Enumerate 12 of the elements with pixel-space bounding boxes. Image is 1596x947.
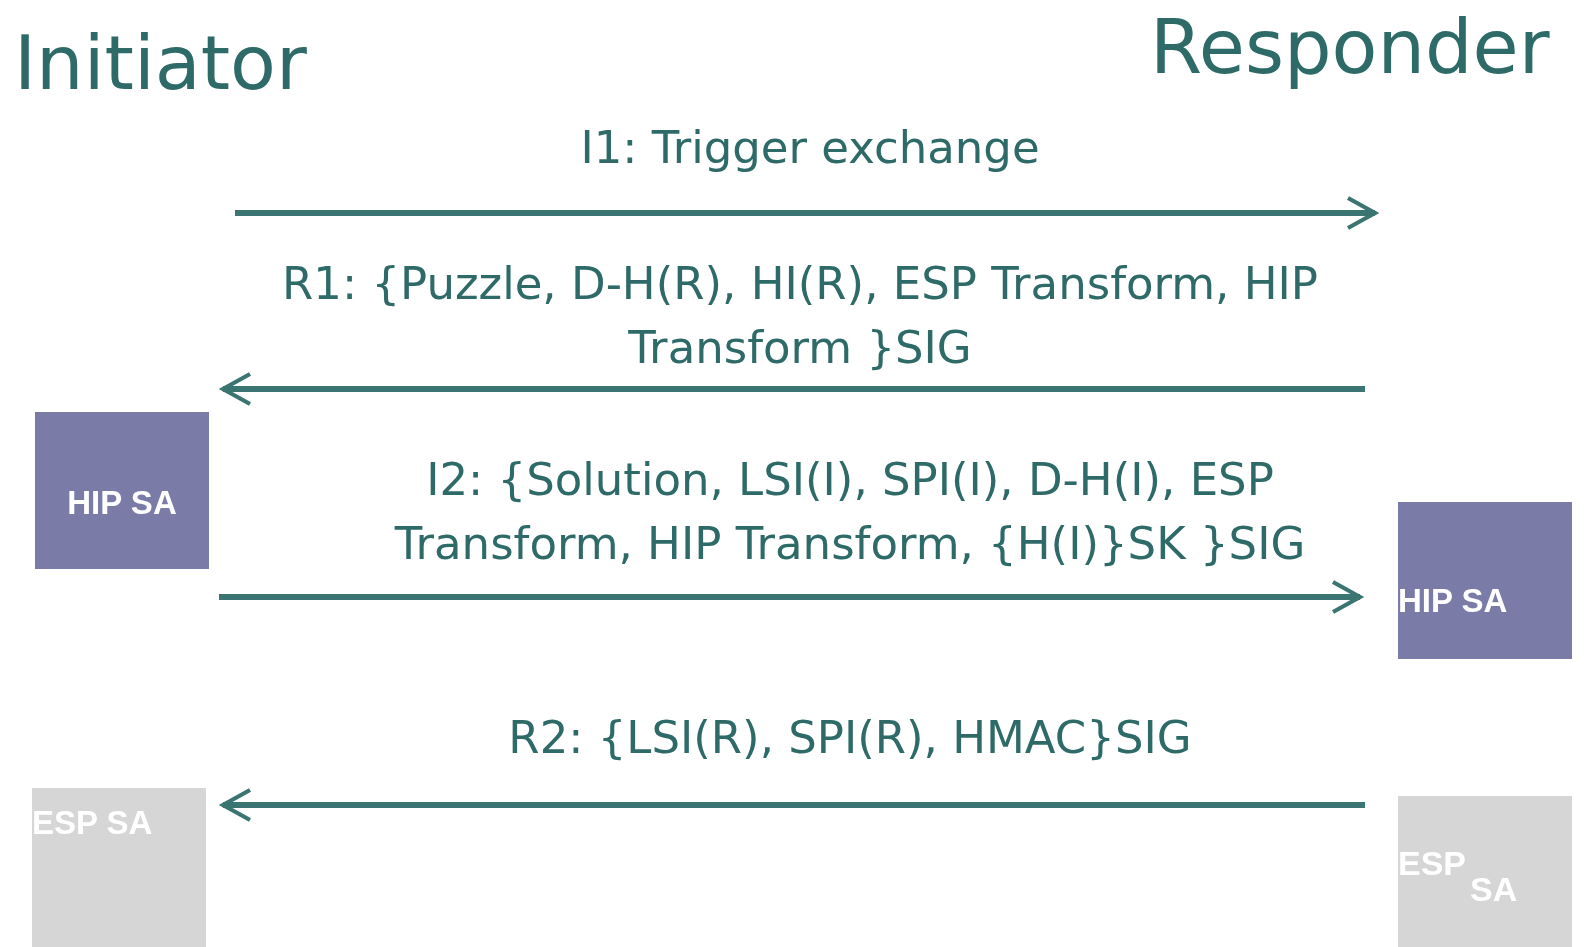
message-label: I2: {Solution, LSI(I), SPI(I), D-H(I), ESP Transform, HIP Transform, {H(I)}SK }SIG	[393, 452, 1307, 572]
message-label: R2: {LSI(R), SPI(R), HMAC}SIG	[507, 710, 1193, 766]
sa-box	[35, 412, 209, 569]
party-title: Responder	[1150, 2, 1590, 92]
message-label: I1: Trigger exchange	[579, 120, 1041, 176]
box-label: HIP SA	[1398, 581, 1508, 620]
sa-box	[1398, 502, 1572, 659]
box-label: HIP SA	[67, 483, 177, 522]
sa-box	[1398, 796, 1572, 947]
party-title: Initiator	[14, 18, 334, 108]
sa-box	[32, 788, 206, 947]
message-label: R1: {Puzzle, D-H(R), HI(R), ESP Transform, HIP Transform }SIG	[281, 256, 1319, 376]
